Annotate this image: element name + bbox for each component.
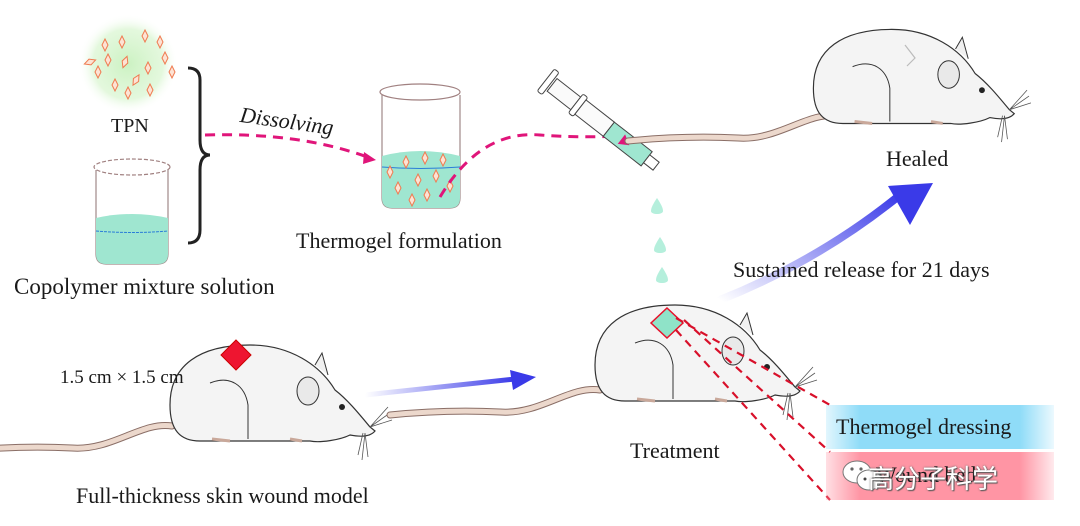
wechat-icon bbox=[842, 458, 884, 499]
copolymer-label: Copolymer mixture solution bbox=[14, 274, 275, 299]
wound-size-label: 1.5 cm × 1.5 cm bbox=[60, 367, 184, 388]
thermogel-dressing-layer: Thermogel dressing bbox=[826, 405, 1054, 449]
treatment-label: Treatment bbox=[630, 438, 720, 463]
apply-treatment-arrow bbox=[364, 376, 516, 398]
wound-bed-label: Wound bed bbox=[876, 462, 977, 487]
watermark-text: 高分子科学 bbox=[868, 465, 999, 495]
load-syringe-arrow bbox=[438, 133, 619, 198]
wound-model-label: Full-thickness skin wound model bbox=[76, 483, 369, 508]
brace bbox=[187, 66, 211, 245]
gel-drops-icon bbox=[651, 198, 668, 283]
healed-mouse-icon bbox=[628, 27, 1033, 142]
copolymer-beaker-icon bbox=[93, 158, 171, 265]
sustained-release-label: Sustained release for 21 days bbox=[733, 257, 990, 282]
tpn-nanoparticles-icon bbox=[78, 14, 178, 114]
thermogel-formulation-label: Thermogel formulation bbox=[296, 228, 502, 253]
syringe-icon bbox=[537, 69, 660, 171]
thermogel-beaker-icon bbox=[379, 83, 461, 209]
tpn-label: TPN bbox=[111, 115, 149, 137]
wound-model-mouse-icon bbox=[0, 339, 394, 462]
zoom-guide-lines bbox=[675, 317, 831, 501]
sustained-release-arrow bbox=[716, 191, 904, 304]
healed-label: Healed bbox=[886, 146, 949, 171]
thermogel-dressing-label: Thermogel dressing bbox=[836, 414, 1012, 439]
dissolving-arrow bbox=[204, 133, 371, 160]
